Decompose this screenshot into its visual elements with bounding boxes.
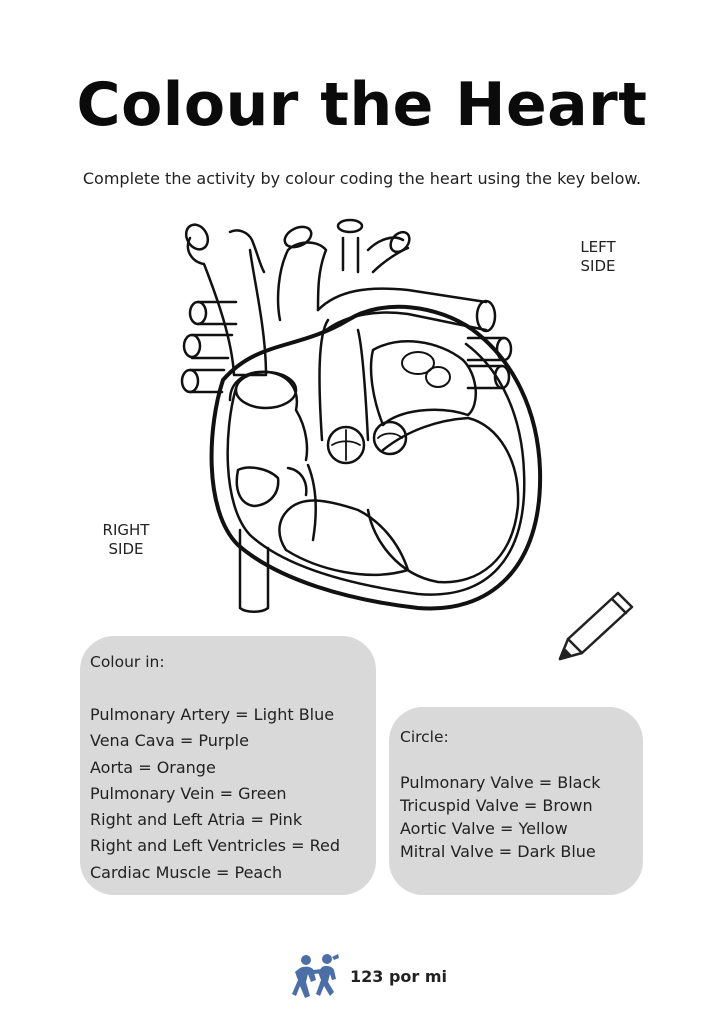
colour-key-item: Pulmonary Artery = Light Blue xyxy=(90,705,335,724)
heart-diagram xyxy=(168,210,568,630)
children-running-logo xyxy=(292,954,339,998)
aortic-valve xyxy=(326,425,366,465)
circle-key-item: Mitral Valve = Dark Blue xyxy=(400,842,596,861)
page-title: Colour the Heart xyxy=(76,70,648,140)
ventricle-septum xyxy=(286,463,317,542)
pulmonary-vein-left xyxy=(466,336,506,390)
colour-key-item: Right and Left Ventricles = Red xyxy=(90,836,340,856)
colour-key-item: Vena Cava = Purple xyxy=(90,731,249,751)
left-atrium xyxy=(369,340,478,427)
pulmonary-vein-right xyxy=(188,300,238,394)
right-atrium xyxy=(228,370,309,462)
colour-key-title: Colour in: xyxy=(90,653,165,671)
heart-outline xyxy=(209,304,543,611)
colour-key-box: Colour in: Pulmonary Artery = Light Blue… xyxy=(80,636,376,895)
circle-key-list: Pulmonary Valve = Black Tricuspid Valve … xyxy=(400,771,643,863)
left-ventricle xyxy=(366,416,520,584)
circle-key-item: Aortic Valve = Yellow xyxy=(400,819,568,838)
colour-key-item: Right and Left Atria = Pink xyxy=(90,810,303,830)
heart-inner-wall xyxy=(226,342,526,596)
pulmonary-artery xyxy=(318,318,370,442)
right-ventricle xyxy=(278,499,410,576)
colour-key-item: Pulmonary Vein = Green xyxy=(90,783,287,803)
colour-key-item: Cardiac Muscle = Peach xyxy=(90,862,283,882)
colour-key-item: Aorta = Orange xyxy=(90,757,216,777)
left-side-label: LEFT SIDE xyxy=(580,238,616,275)
circle-key-title: Circle: xyxy=(400,728,449,746)
vena-cava-superior xyxy=(186,236,268,377)
right-side-label: RIGHT SIDE xyxy=(102,521,150,558)
circle-key-item: Pulmonary Valve = Black xyxy=(400,773,601,792)
pencil-icon xyxy=(548,583,640,665)
pulmonary-valve xyxy=(372,420,408,456)
colour-key-list: Pulmonary Artery = Light Blue Vena Cava … xyxy=(90,702,376,886)
page-instructions: Complete the activity by colour coding t… xyxy=(82,169,642,188)
circle-key-item: Tricuspid Valve = Brown xyxy=(400,796,593,815)
circle-key-box: Circle: Pulmonary Valve = Black Tricuspi… xyxy=(389,707,643,895)
brand-footer: 123 por mi xyxy=(292,952,447,1000)
brand-name: 123 por mi xyxy=(350,966,448,986)
vena-cava-inferior xyxy=(238,528,270,613)
